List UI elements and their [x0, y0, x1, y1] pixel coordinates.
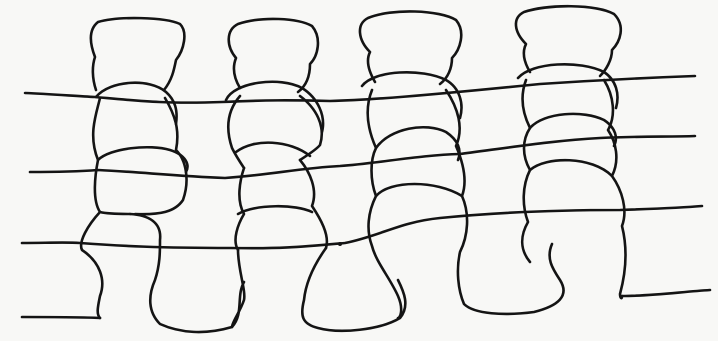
course-line-4 — [22, 317, 100, 318]
pen-dot — [338, 242, 342, 246]
pen-marks — [338, 242, 342, 246]
